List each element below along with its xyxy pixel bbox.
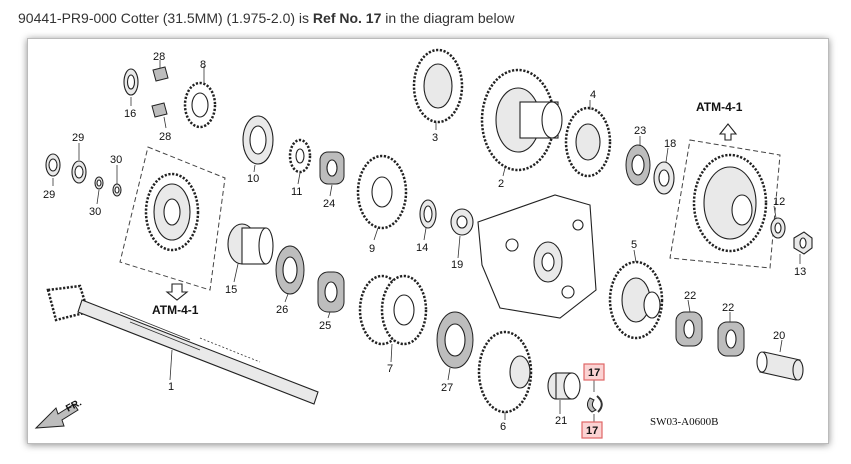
label-8: 8 <box>200 59 206 71</box>
atm-reference-top: ATM-4-1 <box>696 100 743 114</box>
part-18-washer <box>653 161 675 195</box>
part-8-gear <box>183 81 217 129</box>
part-25-bearing <box>317 271 345 313</box>
part-20-pin <box>756 351 804 381</box>
part-3-gear <box>412 48 464 124</box>
part-29-washer-right <box>71 160 87 184</box>
label-30-bottom: 30 <box>89 206 101 218</box>
label-18: 18 <box>664 138 676 150</box>
assembly-box-left <box>119 146 226 291</box>
label-23: 23 <box>634 125 646 137</box>
part-14-washer <box>419 199 437 229</box>
part-30-washer-right <box>112 183 122 197</box>
part-16-washer <box>123 68 139 96</box>
part-1-mainshaft <box>46 284 319 405</box>
caption-part-text: 90441-PR9-000 Cotter (31.5MM) (1.975-2.0… <box>18 10 313 26</box>
part-26-bearing <box>275 245 305 295</box>
assembly-box-right <box>669 139 781 269</box>
label-28-top: 28 <box>153 51 165 63</box>
label-16: 16 <box>124 108 136 120</box>
diagram-code: SW03-A0600B <box>650 416 718 428</box>
part-28-key-top <box>152 66 169 82</box>
part-17-cotter[interactable] <box>586 395 603 413</box>
part-7-gear <box>358 274 428 346</box>
label-13: 13 <box>794 266 806 278</box>
label-11: 11 <box>291 186 302 198</box>
clutch-drum-left <box>144 172 200 252</box>
label-21: 21 <box>555 415 567 427</box>
label-30-top: 30 <box>110 154 122 166</box>
label-24: 24 <box>323 198 335 210</box>
part-24-bearing <box>319 151 345 185</box>
atm-up-arrow <box>718 123 738 141</box>
part-5-gear <box>608 260 664 340</box>
clutch-drum-right <box>692 153 768 253</box>
part-6-gear <box>477 330 533 414</box>
label-22-right: 22 <box>722 302 734 314</box>
atm-reference-left: ATM-4-1 <box>152 303 199 317</box>
label-1: 1 <box>168 381 174 393</box>
label-26: 26 <box>276 304 288 316</box>
label-7: 7 <box>387 363 393 375</box>
part-27-bearing <box>436 311 474 369</box>
part-10-sleeve <box>242 115 274 165</box>
label-28-bottom: 28 <box>159 131 171 143</box>
label-5: 5 <box>631 239 637 251</box>
atm-down-arrow <box>165 283 189 301</box>
part-23-bearing <box>625 144 651 186</box>
label-2: 2 <box>498 178 504 190</box>
label-22-left: 22 <box>684 290 696 302</box>
part-12-washer <box>770 217 786 239</box>
caption-ref-number: Ref No. 17 <box>312 10 382 26</box>
label-25: 25 <box>319 320 331 332</box>
label-29-top: 29 <box>72 132 84 144</box>
part-11-gear <box>288 138 312 174</box>
label-4: 4 <box>590 89 596 101</box>
part-4-gear <box>564 106 612 178</box>
front-label: FR. <box>64 397 84 414</box>
part-28-key-bottom <box>151 102 168 118</box>
part-19-seal <box>450 208 474 236</box>
label-19: 19 <box>451 259 463 271</box>
part-9-gear <box>356 154 408 230</box>
part-29-washer-left <box>45 153 61 177</box>
leader-lines <box>52 60 801 422</box>
front-direction-arrow <box>34 403 79 429</box>
part-30-washer-left <box>94 176 104 190</box>
gasket-plate <box>477 194 597 319</box>
label-9: 9 <box>369 243 375 255</box>
label-14: 14 <box>416 242 428 254</box>
part-13-nut <box>793 231 813 255</box>
label-17-bottom: 17 <box>586 425 598 437</box>
label-10: 10 <box>247 173 259 185</box>
label-27: 27 <box>441 382 453 394</box>
label-6: 6 <box>500 421 506 433</box>
label-17-top: 17 <box>588 367 600 379</box>
diagram-caption: 90441-PR9-000 Cotter (31.5MM) (1.975-2.0… <box>18 10 514 26</box>
part-15-hub <box>227 223 274 265</box>
label-12: 12 <box>773 196 785 208</box>
label-15: 15 <box>225 284 237 296</box>
highlight-17-top[interactable]: 17 <box>583 363 605 381</box>
label-20: 20 <box>773 330 785 342</box>
part-2-gear <box>480 68 563 172</box>
part-22-bearing-right <box>717 321 745 357</box>
highlight-17-bottom[interactable]: 17 <box>581 421 603 439</box>
part-21-collar <box>547 372 581 400</box>
label-3: 3 <box>432 132 438 144</box>
caption-suffix: in the diagram below <box>381 10 515 26</box>
part-22-bearing-left <box>675 311 703 347</box>
label-29-bottom: 29 <box>43 189 55 201</box>
